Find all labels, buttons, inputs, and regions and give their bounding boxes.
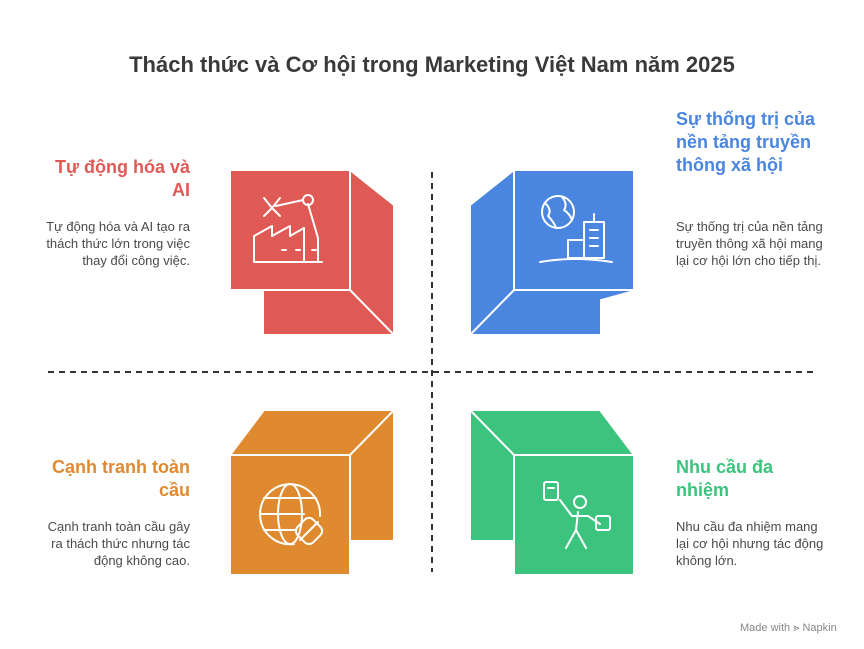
global-competition-cube (229, 409, 395, 576)
quadrant-description-social-media: Sự thống trị của nền tảng truyền thông x… (676, 219, 823, 268)
globe-disconnected-icon (259, 483, 324, 546)
social-media-cube (469, 169, 635, 336)
made-with-napkin-badge[interactable]: Made with ⪢ Napkin (740, 622, 837, 635)
factory-robot-arm-icon (253, 194, 323, 263)
quadrant-description-multitasking: Nhu cầu đa nhiệm mang lại cơ hội nhưng t… (676, 519, 824, 568)
automation-ai-cube (229, 169, 395, 336)
napkin-logo-icon: ⪢ (793, 622, 800, 634)
quadrant-description-global-competition: Cạnh tranh toàn cầu gây ra thách thức nh… (47, 519, 190, 568)
multitasking-cube (467, 409, 635, 576)
made-with-label: Made with (740, 622, 791, 634)
page-title: Thách thức và Cơ hội trong Marketing Việ… (129, 52, 735, 77)
quadrant-description-automation: Tự động hóa và AI tạo ra thách thức lớn … (46, 219, 190, 268)
multitasking-person-icon (543, 481, 611, 549)
napkin-brand-label: Napkin (802, 622, 837, 634)
quadrant-heading-global-competition: Cạnh tranh toàn cầu (52, 457, 190, 500)
quadrant-heading-automation: Tự động hóa và AI (54, 157, 190, 200)
quadrant-heading-multitasking: Nhu cầu đa nhiệm (676, 457, 774, 500)
quadrant-heading-social-media: Sự thống trị của nền tảng truyền thông x… (676, 109, 816, 175)
globe-city-icon (539, 195, 613, 263)
